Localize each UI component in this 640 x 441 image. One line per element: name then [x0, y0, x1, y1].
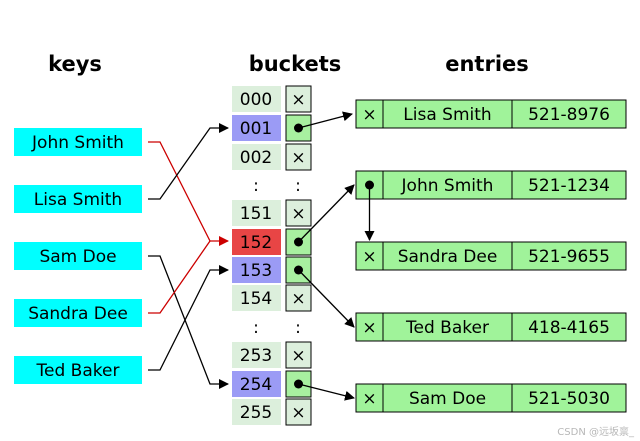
entry-bg: [355, 312, 627, 342]
bucket-index-253: 253: [240, 346, 272, 366]
key-label: Ted Baker: [36, 361, 120, 381]
null-icon: ×: [291, 204, 305, 224]
entry-lisa-smith: × Lisa Smith 521-8976: [355, 99, 627, 129]
bucket-cell-153: [232, 257, 281, 283]
bucket-index-153: 153: [240, 261, 272, 281]
key-box-sam-doe: Sam Doe: [14, 242, 142, 270]
entry-name: John Smith: [401, 176, 494, 196]
bucket-index-152: 152: [240, 233, 272, 253]
connector-john-smith-to-152: [148, 141, 229, 246]
entry-john-smith: John Smith 521-1234: [355, 170, 627, 200]
entry-bg: [355, 241, 627, 271]
pointer-cell-null: [285, 284, 312, 312]
hash-connectors: [148, 123, 229, 389]
key-box-bg: [14, 242, 142, 270]
connector-ted-baker-to-153: [148, 265, 229, 371]
key-box-lisa-smith: Lisa Smith: [14, 185, 142, 213]
null-icon: ×: [291, 90, 305, 110]
null-icon: ×: [291, 403, 305, 423]
bucket-ellipsis: :: [253, 176, 259, 196]
key-box-bg: [14, 356, 142, 384]
bucket-index-001: 001: [240, 119, 272, 139]
key-label: Sandra Dee: [28, 304, 128, 324]
null-icon: ×: [291, 289, 305, 309]
null-icon: ×: [362, 247, 376, 267]
key-box-john-smith: John Smith: [14, 128, 142, 156]
bucket-index-255: 255: [240, 403, 272, 423]
entry-name: Sandra Dee: [398, 247, 498, 267]
bucket-cell-152: [232, 229, 281, 255]
bucket-index-000: 000: [240, 90, 272, 110]
pointer-cell-null: [285, 398, 312, 426]
key-box-ted-baker: Ted Baker: [14, 356, 142, 384]
entry-name: Lisa Smith: [403, 105, 491, 125]
bucket-index-151: 151: [240, 204, 272, 224]
key-label: Sam Doe: [39, 247, 116, 267]
bucket-index-254: 254: [240, 375, 272, 395]
pointer-ellipsis: :: [295, 176, 301, 196]
entry-phone: 418-4165: [528, 318, 610, 338]
bucket-cell-254: [232, 371, 281, 397]
entry-phone: 521-5030: [528, 389, 610, 409]
key-box-sandra-dee: Sandra Dee: [14, 299, 142, 327]
bucket-pointer-column: × × × × × ×: [285, 85, 312, 426]
entry-bg: [355, 99, 627, 129]
key-box-bg: [14, 128, 142, 156]
key-label: John Smith: [31, 133, 124, 153]
keys-header: keys: [48, 52, 102, 76]
bucket-cell-002: [232, 144, 281, 170]
entry-sandra-dee: × Sandra Dee 521-9655: [355, 241, 627, 271]
null-icon: ×: [362, 105, 376, 125]
null-icon: ×: [291, 346, 305, 366]
null-icon: ×: [362, 389, 376, 409]
pointer-cell-null: [285, 85, 312, 113]
pointer-254-to-sam-doe: [298, 383, 355, 401]
bucket-cell-154: [232, 285, 281, 311]
key-box-bg: [14, 185, 142, 213]
bucket-cell-000: [232, 86, 281, 112]
entry-list: × Lisa Smith 521-8976 John Smith 521-123…: [355, 99, 627, 413]
bucket-index-002: 002: [240, 148, 272, 168]
pointer-ellipsis: :: [295, 318, 301, 338]
bucket-ellipsis: :: [253, 318, 259, 338]
entry-ted-baker: × Ted Baker 418-4165: [355, 312, 627, 342]
entry-phone: 521-9655: [528, 247, 610, 267]
bucket-cell-001: [232, 115, 281, 141]
entry-bg: [355, 383, 627, 413]
bucket-entry-pointers: [298, 111, 375, 401]
watermark-text: CSDN @远坂禀_: [557, 425, 635, 438]
entries-header: entries: [445, 52, 529, 76]
key-box-bg: [14, 299, 142, 327]
null-icon: ×: [362, 318, 376, 338]
bucket-cell-253: [232, 342, 281, 368]
pointer-cell-null: [285, 341, 312, 369]
entry-name: Ted Baker: [405, 318, 489, 338]
buckets-header: buckets: [249, 52, 342, 76]
entry-phone: 521-8976: [528, 105, 610, 125]
entry-bg: [355, 170, 627, 200]
pointer-cell-null: [285, 199, 312, 227]
connector-lisa-smith-to-001: [148, 123, 229, 200]
bucket-cell-255: [232, 399, 281, 425]
pointer-152-to-john-smith: [298, 184, 355, 243]
connector-sandra-dee-to-152: [148, 240, 211, 314]
pointer-cell-null: [285, 143, 312, 171]
bucket-array: 000 001 002 151 152 153 154 253 254 255 …: [232, 86, 301, 425]
bucket-cell-151: [232, 200, 281, 226]
entry-name: Sam Doe: [409, 389, 486, 409]
key-label: Lisa Smith: [34, 190, 122, 210]
entry-phone: 521-1234: [528, 176, 610, 196]
key-list: John Smith Lisa Smith Sam Doe Sandra Dee…: [14, 128, 142, 384]
pointer-001-to-lisa-smith: [298, 111, 353, 129]
bucket-index-154: 154: [240, 289, 272, 309]
entry-sam-doe: × Sam Doe 521-5030: [355, 383, 627, 413]
connector-sam-doe-to-254: [148, 255, 229, 389]
null-icon: ×: [291, 148, 305, 168]
pointer-153-to-ted-baker: [298, 269, 355, 328]
